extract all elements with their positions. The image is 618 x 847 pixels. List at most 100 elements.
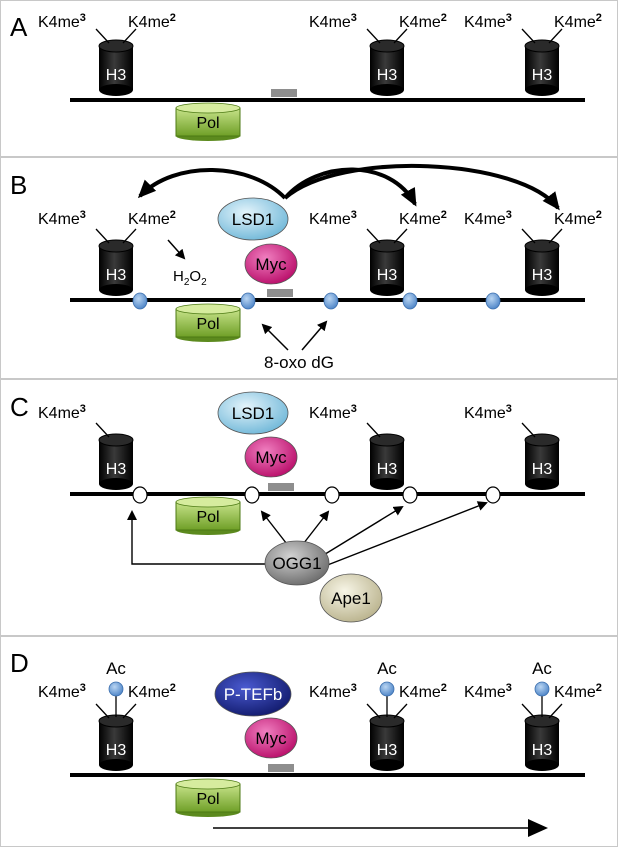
- myc-d-shape: [244, 717, 298, 759]
- mark-d-3-k4me2-sup: 2: [596, 682, 602, 694]
- mark-b-2-k4me2-sup: 2: [441, 209, 447, 221]
- histone-b-3-top: [524, 239, 560, 253]
- mark-a-1-k4me2: K4me2: [128, 12, 176, 31]
- acetyl-ball-d-3: [534, 681, 550, 697]
- histone-c-1-body: [99, 440, 133, 484]
- mark-a-2-k4me2: K4me2: [399, 12, 447, 31]
- mark-b-3-k4me3-sup: 3: [506, 209, 512, 221]
- acetyl-label-d-2: Ac: [377, 659, 397, 678]
- oxo-lesion-b-5: [485, 292, 501, 310]
- oxo-arrow-right: [301, 320, 328, 351]
- histone-d-3-tail-right: [548, 703, 563, 719]
- histone-a-2-body: [370, 46, 404, 90]
- panel-b-border: [0, 157, 618, 379]
- demethylation-arrow-1: [137, 168, 287, 200]
- mark-a-3-k4me3: K4me3: [464, 12, 512, 31]
- histone-d-1-label: H3: [106, 742, 127, 759]
- pol-d-label: Pol: [196, 791, 219, 808]
- myc-c-shape: [244, 436, 298, 478]
- mark-b-2-k4me2: K4me2: [399, 209, 447, 228]
- mark-b-3-k4me3: K4me3: [464, 209, 512, 228]
- histone-c-2-label: H3: [377, 461, 398, 478]
- mark-c-2-k4me3: K4me3: [309, 403, 357, 422]
- h2o2-part-3: O: [189, 268, 201, 285]
- histone-a-3-bottom: [525, 84, 559, 96]
- histone-c-1-top: [98, 433, 134, 447]
- ape1-c-shape: [319, 573, 383, 623]
- mark-d-3-k4me2: K4me2: [554, 682, 602, 701]
- ebox-b: [267, 289, 293, 297]
- histone-d-2-tail-left: [366, 703, 381, 719]
- mark-b-1-k4me3-sup: 3: [80, 209, 86, 221]
- oxo-lesion-b-3: [323, 292, 339, 310]
- lsd1-b-label: LSD1: [232, 210, 275, 229]
- abasic-site-c-4: [402, 486, 418, 504]
- mark-b-1-k4me2-sup: 2: [170, 209, 176, 221]
- mark-a-1-k4me3: K4me3: [38, 12, 86, 31]
- mark-d-3-k4me3: K4me3: [464, 682, 512, 701]
- pol-b-cap: [175, 303, 241, 315]
- histone-c-3-bottom: [525, 478, 559, 490]
- ogg1-arrow-5: [324, 501, 488, 567]
- mark-d-2-k4me2-sup: 2: [441, 682, 447, 694]
- mark-c-3-k4me3-sup: 3: [506, 403, 512, 415]
- panel-letter-a: A: [10, 12, 28, 42]
- mark-c-1-k4me3: K4me3: [38, 403, 86, 422]
- ebox-a: [271, 89, 297, 97]
- histone-a-2-bottom: [370, 84, 404, 96]
- histone-d-3-body: [525, 721, 559, 765]
- mark-b-1-k4me2: K4me2: [128, 209, 176, 228]
- oxo-arrow-left: [261, 323, 289, 351]
- histone-a-2-tail-right: [393, 28, 408, 44]
- lsd1-c-label: LSD1: [232, 404, 275, 423]
- histone-a-1-body: [99, 46, 133, 90]
- acetyl-label-d-1: Ac: [106, 659, 126, 678]
- histone-a-1-label: H3: [106, 67, 127, 84]
- mark-d-2-k4me3: K4me3: [309, 682, 357, 701]
- histone-a-3-tail-right: [548, 28, 563, 44]
- histone-d-2-bottom: [370, 759, 404, 771]
- h2o2-part-1: H: [173, 268, 184, 285]
- h2o2-part-4: 2: [201, 277, 207, 288]
- mark-d-2-k4me3-sup: 3: [351, 682, 357, 694]
- h2o2-label: H2O2: [173, 268, 207, 288]
- histone-d-1-tail-right: [122, 703, 137, 719]
- acetyl-ball-d-1: [108, 681, 124, 697]
- histone-d-1-tail-left: [95, 703, 110, 719]
- histone-c-1-tail-left: [95, 422, 110, 438]
- mark-d-1-k4me3-sup: 3: [80, 682, 86, 694]
- ogg1-c-shape: [264, 540, 330, 586]
- oxo-lesion-b-1: [132, 292, 148, 310]
- abasic-site-c-2: [244, 486, 260, 504]
- mark-c-2-k4me3-sup: 3: [351, 403, 357, 415]
- histone-b-1-body: [99, 246, 133, 290]
- ogg1-arrow-2: [260, 510, 291, 549]
- histone-b-2-label: H3: [377, 267, 398, 284]
- histone-d-3-tail-left: [521, 703, 536, 719]
- ebox-c: [268, 483, 294, 491]
- mark-b-1-k4me3: K4me3: [38, 209, 86, 228]
- abasic-site-c-5: [485, 486, 501, 504]
- histone-d-1-bottom: [99, 759, 133, 771]
- histone-d-3-bottom: [525, 759, 559, 771]
- panel-letter-b: B: [10, 170, 27, 200]
- histone-a-1-tail-left: [95, 28, 110, 44]
- mark-d-1-k4me2-sup: 2: [170, 682, 176, 694]
- histone-a-1-bottom: [99, 84, 133, 96]
- histone-b-1-label: H3: [106, 267, 127, 284]
- histone-d-1-body: [99, 721, 133, 765]
- pol-a-label: Pol: [196, 115, 219, 132]
- lsd1-c-shape: [217, 391, 289, 435]
- histone-d-2-body: [370, 721, 404, 765]
- ape1-c-label: Ape1: [331, 589, 371, 608]
- histone-c-3-top: [524, 433, 560, 447]
- histone-b-2-bottom: [370, 284, 404, 296]
- histone-a-2-top: [369, 39, 405, 53]
- histone-c-3-body: [525, 440, 559, 484]
- histone-b-1-tail-right: [122, 228, 137, 244]
- histone-b-3-bottom: [525, 284, 559, 296]
- mark-d-1-k4me3: K4me3: [38, 682, 86, 701]
- ogg1-arrow-1: [127, 510, 270, 565]
- histone-a-1-tail-right: [122, 28, 137, 44]
